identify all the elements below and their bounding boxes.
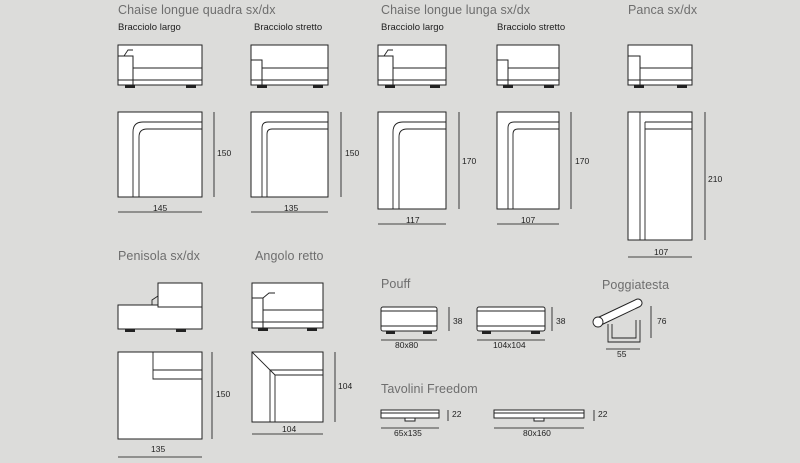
dim-panca-width: 107 <box>654 247 668 257</box>
quadra-narrow-front-view <box>250 44 329 88</box>
lunga-wide-front-view <box>377 44 447 88</box>
dim-pouff-large-size: 104x104 <box>493 340 526 350</box>
dim-poggiatesta-height: 76 <box>657 316 667 326</box>
angolo-top-view: 104 104 <box>251 351 352 435</box>
poggiatesta-side-view: 76 55 <box>592 298 667 359</box>
dim-penisola-depth: 150 <box>216 389 230 399</box>
dim-angolo-depth: 104 <box>338 381 352 391</box>
dim-angolo-width: 104 <box>282 424 296 434</box>
penisola-front-view <box>117 282 203 332</box>
lunga-narrow-top-view: 170 107 <box>496 111 589 225</box>
pouff-small: 38 80x80 <box>380 306 463 350</box>
dim-pouff-large-height: 38 <box>556 316 566 326</box>
title-tavolini: Tavolini Freedom <box>381 382 478 396</box>
dim-quadra-narrow-width: 135 <box>284 203 298 213</box>
penisola-top-view: 150 135 <box>117 351 230 458</box>
panca-front-view <box>627 44 693 88</box>
quadra-wide-front-view <box>117 44 203 88</box>
dim-lunga-wide-depth: 170 <box>462 156 476 166</box>
dim-quadra-wide-depth: 150 <box>217 148 231 158</box>
dim-tavolino-large-size: 80x160 <box>523 428 551 438</box>
dim-tavolino-small-size: 65x135 <box>394 428 422 438</box>
dim-quadra-wide-width: 145 <box>153 203 167 213</box>
title-chaise-lunga: Chaise longue lunga sx/dx <box>381 3 531 17</box>
lunga-wide-top-view: 170 117 <box>377 111 476 225</box>
subtitle-quadra-arm-wide: Bracciolo largo <box>118 22 181 33</box>
dim-lunga-narrow-width: 107 <box>521 215 535 225</box>
dim-tavolino-small-height: 22 <box>452 409 462 419</box>
quadra-narrow-top-view: 150 135 <box>250 111 359 213</box>
title-chaise-quadra: Chaise longue quadra sx/dx <box>118 3 276 17</box>
tavolino-large: 22 80x160 <box>493 409 608 438</box>
tavolino-small: 22 65x135 <box>380 409 462 438</box>
subtitle-quadra-arm-narrow: Bracciolo stretto <box>254 22 323 33</box>
title-angolo: Angolo retto <box>255 249 324 263</box>
subtitle-lunga-arm-wide: Bracciolo largo <box>381 22 444 33</box>
dim-pouff-small-height: 38 <box>453 316 463 326</box>
dim-pouff-small-size: 80x80 <box>395 340 418 350</box>
panca-top-view: 210 107 <box>627 111 722 258</box>
quadra-wide-top-view: 150 145 <box>117 111 231 213</box>
angolo-front-view <box>251 282 324 331</box>
dim-lunga-wide-width: 117 <box>406 215 420 225</box>
title-poggiatesta: Poggiatesta <box>602 278 670 292</box>
title-penisola: Penisola sx/dx <box>118 249 200 263</box>
dim-tavolino-large-height: 22 <box>598 409 608 419</box>
pouff-large: 38 104x104 <box>476 306 566 350</box>
dim-quadra-narrow-depth: 150 <box>345 148 359 158</box>
dim-lunga-narrow-depth: 170 <box>575 156 589 166</box>
dim-penisola-width: 135 <box>151 444 165 454</box>
title-pouff: Pouff <box>381 277 411 291</box>
title-panca: Panca sx/dx <box>628 3 698 17</box>
lunga-narrow-front-view <box>496 44 560 88</box>
dim-panca-depth: 210 <box>708 174 722 184</box>
subtitle-lunga-arm-narrow: Bracciolo stretto <box>497 22 566 33</box>
dim-poggiatesta-width: 55 <box>617 349 627 359</box>
